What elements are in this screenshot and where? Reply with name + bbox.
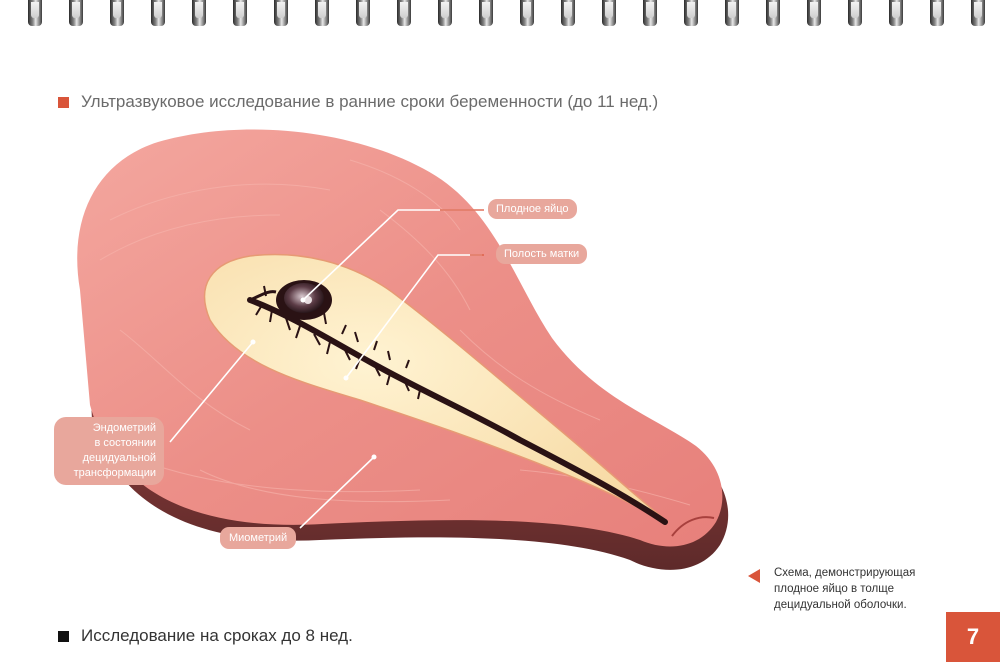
uterine-cavity-line — [247, 297, 668, 525]
binding-ring — [110, 0, 124, 26]
binding-ring — [971, 0, 985, 26]
muscle-fiber-texture — [99, 159, 691, 506]
figure-caption: Схема, демонстрирующая плодное яйцо в то… — [774, 565, 944, 613]
label-gestational-sac-text: Плодное яйцо — [496, 203, 569, 215]
label-endometrium-line-2: в состоянии — [94, 437, 157, 449]
label-uterine-cavity-text: Полость матки — [504, 248, 580, 260]
black-square-bullet-icon — [58, 630, 69, 642]
binding-ring — [930, 0, 944, 26]
caption-line-2: плодное яйцо в толще — [774, 583, 894, 595]
binding-ring — [602, 0, 616, 26]
binding-ring — [28, 0, 42, 26]
caption-line-1: Схема, демонстрирующая — [774, 567, 916, 579]
binding-ring — [520, 0, 534, 26]
binding-ring — [192, 0, 206, 26]
section-heading-text: Ультразвуковое исследование в ранние сро… — [81, 92, 659, 111]
binding-ring — [479, 0, 493, 26]
label-endometrium: Эндометрий в состоянии децидуальной тран… — [54, 417, 164, 485]
label-endometrium-line-1: Эндометрий — [92, 422, 156, 434]
label-uterine-cavity: Полость матки — [496, 244, 588, 264]
binding-ring — [684, 0, 698, 26]
footer-heading: Исследование на сроках до 8 нед. — [58, 626, 353, 646]
binding-ring — [397, 0, 411, 26]
section-heading: Ультразвуковое исследование в ранние сро… — [58, 92, 658, 112]
binding-ring — [643, 0, 657, 26]
binding-ring — [889, 0, 903, 26]
caption-arrow-icon — [748, 569, 760, 583]
label-gestational-sac: Плодное яйцо — [488, 199, 577, 219]
binding-ring — [848, 0, 862, 26]
label-pointer-lines — [169, 209, 482, 529]
label-endometrium-line-3: децидуальной — [82, 452, 156, 464]
binding-ring — [766, 0, 780, 26]
binding-ring — [69, 0, 83, 26]
binding-ring — [274, 0, 288, 26]
cervix-notch — [671, 516, 715, 537]
binding-ring — [561, 0, 575, 26]
page-number-text: 7 — [966, 624, 980, 649]
binding-ring — [315, 0, 329, 26]
footer-heading-text: Исследование на сроках до 8 нед. — [81, 626, 353, 645]
page-number: 7 — [946, 612, 1000, 662]
orange-square-bullet-icon — [58, 96, 69, 108]
binding-ring — [356, 0, 370, 26]
label-myometrium-text: Миометрий — [229, 532, 288, 544]
label-myometrium: Миометрий — [220, 527, 297, 549]
label-endometrium-line-4: трансформации — [73, 467, 156, 479]
binding-ring — [807, 0, 821, 26]
binding-ring — [725, 0, 739, 26]
binding-ring — [233, 0, 247, 26]
spiral-binding — [0, 0, 1000, 36]
binding-ring — [151, 0, 165, 26]
caption-line-3: децидуальной оболочки. — [774, 599, 907, 611]
binding-ring — [438, 0, 452, 26]
